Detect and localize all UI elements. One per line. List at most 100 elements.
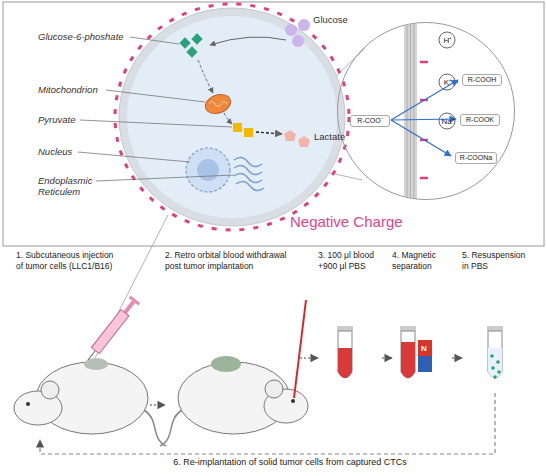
molecule-label: Lactate [314, 131, 364, 142]
glucose-molecule [285, 24, 297, 36]
negative-charge-marks [115, 4, 349, 230]
membrane-stripe [414, 18, 415, 208]
membrane-stripe [407, 18, 408, 208]
leader-line [96, 175, 234, 181]
mouse-body [178, 362, 290, 434]
g6p-molecule [179, 37, 190, 48]
pyruvate-molecule [244, 128, 253, 137]
mitochondrion-cristae [209, 102, 227, 107]
flow-arrow [256, 132, 282, 134]
test-tube [338, 331, 352, 378]
charge-mark [420, 61, 428, 64]
step-panel: 4. Magnetic separation [392, 248, 452, 393]
membrane-stripe [410, 18, 411, 208]
mouse-tail [160, 410, 182, 446]
step-caption: 5. Resuspension in PBS [462, 250, 532, 272]
part-label: Pyruvate [38, 114, 98, 125]
nucleus [186, 148, 230, 192]
part-label: Endoplasmic Reticulem [38, 175, 98, 197]
mouse-ear [41, 381, 59, 399]
tube-cap [487, 326, 503, 331]
step-panel: 5. Resuspension in PBS [462, 248, 540, 393]
panel-frame [3, 2, 544, 246]
syringe-barrel [91, 310, 128, 354]
blood-pipette [294, 300, 306, 398]
buffer-sample [488, 348, 502, 378]
mouse-eye [26, 402, 30, 406]
mitochondrion [203, 91, 234, 117]
er-fold [236, 181, 264, 190]
cell-membrane [119, 8, 345, 226]
membrane-inset: H⁺ K⁺ Na⁺ R-COOH R-COOK R-COONa R-COO⁻ [337, 22, 515, 200]
g6p-molecule [186, 46, 197, 57]
captured-cell [497, 370, 501, 374]
charge-mark [420, 177, 428, 180]
step-panel: 2. Retro orbital blood withdrawal post t… [165, 248, 300, 440]
pyruvate-molecule [233, 123, 242, 132]
g6p-molecule [191, 33, 202, 44]
step-arrow [150, 404, 165, 405]
mouse-eye [291, 399, 295, 403]
magnet-north [418, 340, 432, 356]
ion-label: R-COOK [460, 114, 500, 126]
mouse-ear [265, 380, 283, 398]
step-panel: 1. Subcutaneous injection of tumor cells… [14, 248, 150, 440]
captured-cell [496, 360, 500, 364]
membrane-band [404, 18, 417, 208]
ion-label: Na⁺ [438, 116, 458, 127]
ion-label: R-COO⁻ [350, 115, 390, 127]
leader-line [78, 152, 190, 162]
syringe-thumb [129, 296, 140, 306]
leader-line [130, 37, 179, 44]
flow-arrow [224, 113, 232, 124]
nucleolus [197, 159, 219, 181]
leader-line [106, 90, 205, 102]
blood-sample [338, 348, 352, 378]
step-arrow [300, 357, 318, 358]
step-caption: 1. Subcutaneous injection of tumor cells… [16, 250, 120, 272]
part-label: Nucleus [38, 146, 98, 157]
step-panel: 3. 100 μl blood +900 μl PBS [318, 248, 382, 393]
glucose-molecule [298, 19, 310, 31]
captured-cell [490, 354, 494, 358]
ion-label: R-COONa [455, 152, 497, 164]
flow-arrow [198, 60, 213, 93]
syringe-plunger [123, 300, 135, 313]
er-fold [234, 173, 262, 182]
cell-cytoplasm [127, 16, 337, 218]
lactate-molecule [298, 136, 310, 147]
part-label: Glucose-6-phoshate [38, 31, 138, 42]
ion-label: R-COOH [462, 74, 502, 86]
flow-arrow [210, 37, 286, 45]
magnet-pole: N [421, 344, 431, 353]
lactate-molecule [284, 130, 296, 141]
part-label: Mitochondrion [38, 84, 118, 95]
mouse-tail [144, 410, 166, 446]
step-caption: 4. Magnetic separation [392, 250, 448, 272]
charge-label: Negative Charge [290, 213, 420, 230]
ion-label: H⁺ [438, 35, 458, 46]
test-tube [488, 331, 502, 378]
magnet-south [418, 356, 432, 372]
tumor [84, 358, 108, 370]
step-arrow [452, 357, 462, 358]
zoom-line [326, 172, 362, 180]
tumor [211, 356, 241, 372]
step-arrow [382, 357, 392, 358]
test-tube [401, 331, 415, 378]
syringe-needle [88, 351, 95, 360]
tube-cap [400, 326, 416, 331]
edge-label: 6. Re-implantation of solid tumor cells … [130, 457, 450, 468]
captured-cell [491, 366, 495, 370]
captured-cell [493, 375, 497, 379]
tube-cap [337, 326, 353, 331]
step-caption: 2. Retro orbital blood withdrawal post t… [165, 250, 300, 272]
glucose-molecule [292, 35, 304, 47]
ion-label: K⁺ [438, 77, 458, 88]
mouse-body [36, 362, 148, 434]
return-arrow [40, 393, 495, 454]
step-caption: 3. 100 μl blood +900 μl PBS [318, 250, 382, 272]
molecule-label: Glucose [313, 14, 363, 25]
